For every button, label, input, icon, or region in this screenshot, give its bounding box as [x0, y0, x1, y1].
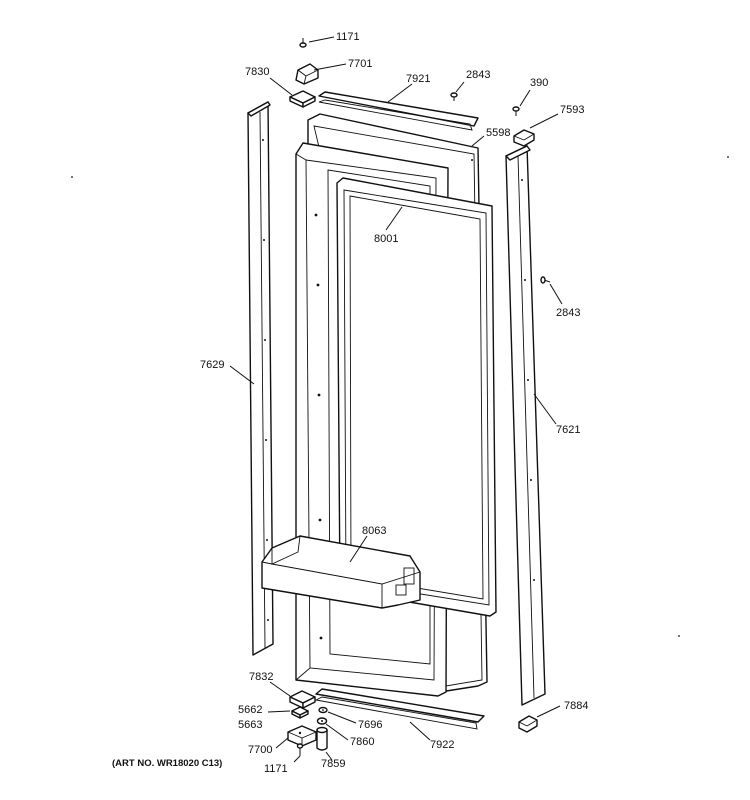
part-1171-screw-top — [299, 38, 307, 48]
part-8063-door-shelf — [261, 535, 421, 609]
part-5662-5663-block — [291, 706, 309, 719]
reference-dot — [678, 635, 680, 637]
callout-2843-right: 2843 — [556, 307, 580, 319]
part-7696-washer — [318, 706, 328, 714]
callout-7700: 7700 — [248, 744, 272, 756]
part-7921-top-cap — [318, 91, 479, 131]
callout-5663: 5663 — [238, 719, 262, 731]
callout-7696: 7696 — [358, 719, 382, 731]
callout-7884: 7884 — [564, 700, 588, 712]
art-number: (ART NO. WR18020 C13) — [112, 758, 222, 769]
callout-2843-top: 2843 — [466, 69, 490, 81]
part-2843-screw-right — [540, 276, 551, 284]
part-1171-screw-bottom — [296, 743, 304, 756]
part-7701-top-hinge-bracket — [295, 63, 319, 85]
callout-390: 390 — [530, 77, 548, 89]
part-7884-hinge-cap — [518, 715, 538, 733]
part-7621-right-trim — [505, 145, 546, 706]
part-7922-bottom-cap — [314, 688, 485, 730]
callout-7921: 7921 — [406, 73, 430, 85]
leader-lines — [229, 36, 563, 763]
callout-8001: 8001 — [374, 233, 398, 245]
part-390-screw — [512, 106, 520, 116]
part-7830-top-hinge-block — [289, 90, 316, 108]
callout-7593: 7593 — [560, 104, 584, 116]
callout-7629: 7629 — [200, 359, 224, 371]
part-7832-bottom-hinge-block — [289, 690, 316, 709]
part-7593-hinge-cap — [513, 129, 535, 147]
part-7700-bottom-hinge — [287, 725, 317, 747]
callout-7621: 7621 — [556, 424, 580, 436]
callout-7832: 7832 — [249, 671, 273, 683]
callout-8063: 8063 — [362, 525, 386, 537]
reference-dot — [727, 156, 729, 158]
callout-7830: 7830 — [245, 66, 269, 78]
part-7859-hinge-pin — [316, 726, 328, 751]
part-7860-washer — [316, 717, 328, 725]
reference-dot — [71, 176, 73, 178]
callout-5598: 5598 — [486, 127, 510, 139]
callout-7860: 7860 — [350, 736, 374, 748]
callout-7701: 7701 — [348, 58, 372, 70]
callout-1171-bottom: 1171 — [264, 763, 288, 775]
callout-1171-top: 1171 — [336, 31, 360, 43]
callout-7859: 7859 — [321, 758, 345, 770]
callout-7922: 7922 — [430, 739, 454, 751]
callout-5662: 5662 — [238, 704, 262, 716]
part-2843-screw-top — [450, 92, 458, 101]
